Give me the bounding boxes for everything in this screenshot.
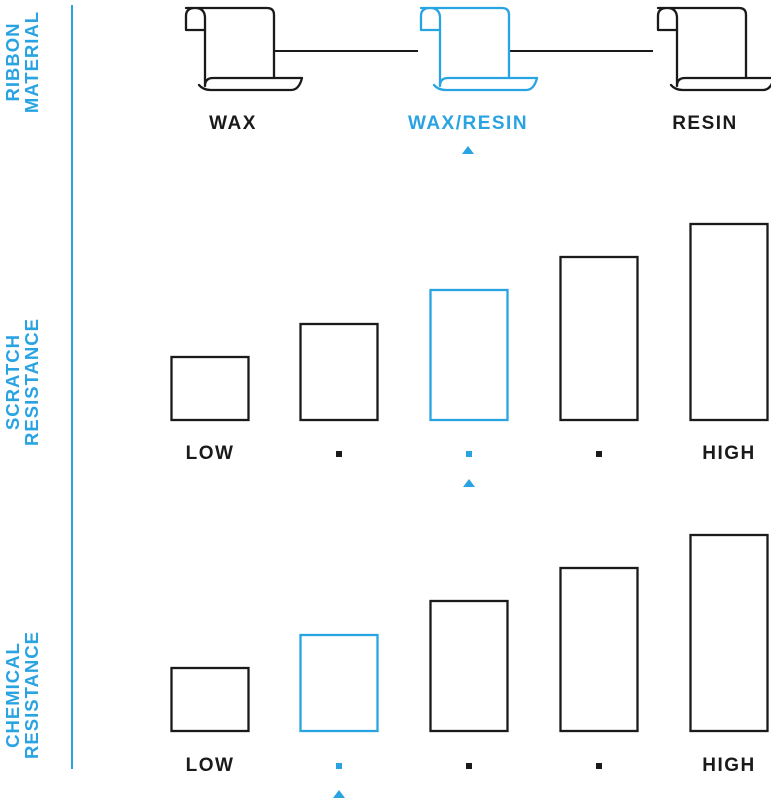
level-bar (299, 322, 379, 422)
ribbon-roll-base (669, 76, 771, 92)
selection-marker-icon (462, 146, 474, 154)
chemical-resistance-row (170, 533, 769, 798)
level-bar (299, 633, 379, 733)
ribbon-roll-icon (184, 6, 304, 92)
level-bar (689, 533, 769, 733)
ribbon-option-label: RESIN (672, 113, 738, 134)
level-dot-icon (466, 763, 472, 769)
low-label: LOW (185, 755, 235, 776)
level-bar (170, 666, 250, 733)
level-dot-icon (596, 763, 602, 769)
selection-marker-icon (463, 479, 475, 487)
level-bar (689, 222, 769, 422)
high-label: HIGH (702, 755, 756, 776)
level-bar (559, 566, 639, 733)
level-bar (429, 288, 509, 422)
vertical-divider (71, 5, 73, 769)
ribbon-roll-outline (184, 6, 276, 88)
scratch-resistance-row (170, 222, 769, 487)
ribbon-roll-outline (656, 6, 748, 88)
low-label: LOW (185, 443, 235, 464)
level-dot-icon (336, 763, 342, 769)
level-dot-icon (596, 451, 602, 457)
ribbon-roll-base (197, 76, 304, 92)
level-bar (429, 599, 509, 733)
ribbon-roll-icon (656, 6, 771, 92)
level-dot-icon (336, 451, 342, 457)
level-bar (559, 255, 639, 422)
level-dot-icon (466, 451, 472, 457)
high-label: HIGH (702, 443, 756, 464)
level-bar (170, 355, 250, 422)
ribbon-roll-outline (419, 6, 511, 88)
ribbon-material-row (184, 6, 771, 154)
ribbon-option-label: WAX/RESIN (407, 113, 529, 134)
ribbon-roll-base (432, 76, 539, 92)
ribbon-roll-icon (419, 6, 539, 92)
selection-marker-icon (333, 790, 345, 798)
ribbon-option-label: WAX (209, 113, 257, 134)
